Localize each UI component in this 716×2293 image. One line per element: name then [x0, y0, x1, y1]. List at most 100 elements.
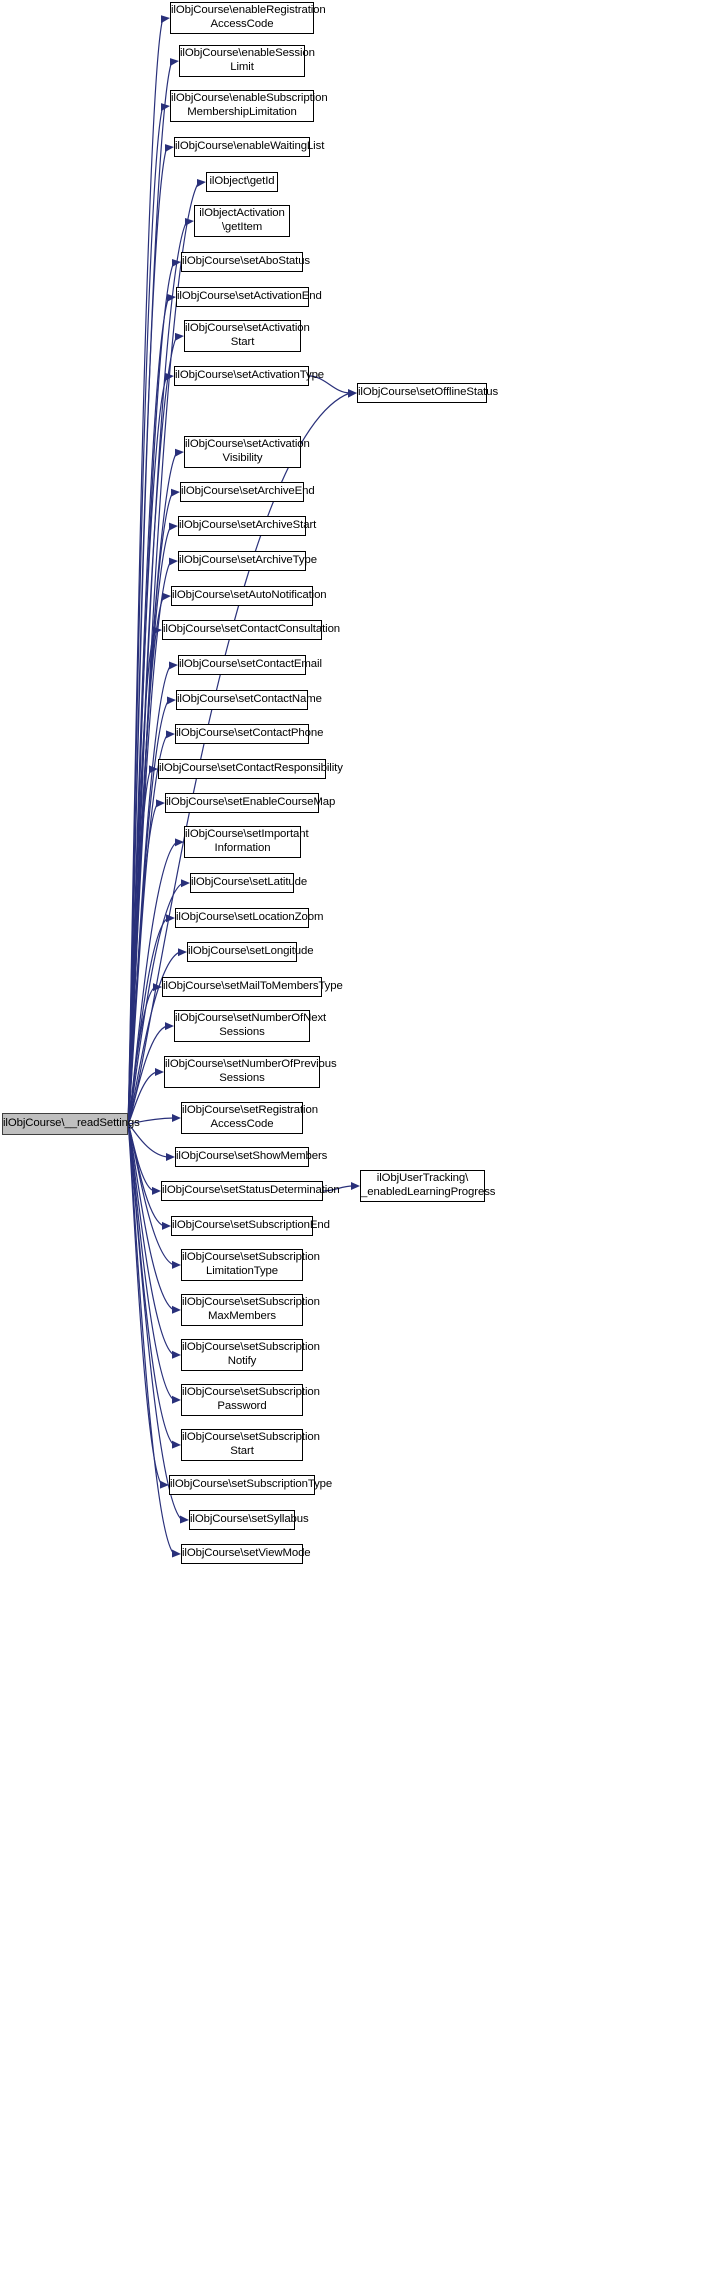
graph-node-label: ilObjCourse\setRegistration AccessCode [182, 1104, 318, 1130]
graph-edge [127, 1123, 175, 1356]
graph-node-label: ilObjCourse\setSubscriptionEnd [172, 1219, 330, 1232]
graph-node-label: ilObjCourse\enableWaitingList [175, 140, 325, 153]
graph-node[interactable]: ilObjCourse\setArchiveType [178, 551, 317, 571]
graph-node-label: ilObjCourse\setSubscription LimitationTy… [182, 1251, 320, 1277]
graph-edge [127, 802, 159, 1125]
graph-node-label: ilObjCourse\setImportant Information [185, 828, 309, 854]
graph-edge [127, 1071, 158, 1125]
graph-node[interactable]: ilObjCourse\setNumberOfPrevious Sessions [164, 1056, 337, 1088]
graph-node[interactable]: ilObjCourse\setArchiveStart [178, 516, 317, 536]
graph-edge [127, 17, 164, 1125]
graph-node[interactable]: ilObjCourse\setSubscription Password [181, 1384, 320, 1416]
graph-node-label: ilObjCourse\setContactConsultation [163, 623, 341, 636]
graph-node[interactable]: ilObjUserTracking\ _enabledLearningProgr… [360, 1170, 496, 1202]
graph-node-label: ilObjCourse\setArchiveType [179, 554, 317, 567]
graph-node[interactable]: ilObjCourse\setActivationType [174, 366, 324, 386]
graph-edge [127, 1123, 175, 1311]
graph-node-label: ilObjCourse\setActivation Visibility [185, 438, 310, 464]
graph-node-label: ilObjCourse\setArchiveStart [179, 519, 317, 532]
graph-node[interactable]: ilObjCourse\setSubscriptionEnd [171, 1216, 330, 1236]
graph-node-label: ilObjCourse\setActivationEnd [177, 290, 322, 303]
graph-node-label: ilObjCourse\setSubscription Start [182, 1431, 320, 1457]
graph-node[interactable]: ilObject\getId [206, 172, 278, 192]
graph-node[interactable]: ilObjCourse\enableSubscription Membershi… [170, 90, 328, 122]
graph-edge [127, 105, 164, 1125]
graph-node[interactable]: ilObjCourse\setAboStatus [181, 252, 311, 272]
graph-node[interactable]: ilObjCourse\setSubscription Start [181, 1429, 320, 1461]
graph-node[interactable]: ilObjCourse\setContactEmail [178, 655, 322, 675]
graph-edge [127, 595, 165, 1125]
graph-node[interactable]: ilObjCourse\setSubscription Notify [181, 1339, 320, 1371]
graph-node-label: ilObjCourse\enableRegistration AccessCod… [171, 4, 326, 30]
graph-node-label: ilObjCourse\setStatusDetermination [162, 1184, 340, 1197]
graph-node-label: ilObjCourse\setSubscription Notify [182, 1341, 320, 1367]
graph-node[interactable]: ilObjCourse\setContactConsultation [162, 620, 341, 640]
graph-node-label: ilObjCourse\enableSubscription Membershi… [171, 92, 328, 118]
graph-node-label: ilObjCourse\setSubscription MaxMembers [182, 1296, 320, 1322]
graph-node-label: ilObjCourse\__readSettings [3, 1117, 140, 1130]
graph-node[interactable]: ilObjCourse\setLatitude [190, 873, 308, 893]
graph-node-label: ilObject\getId [209, 175, 275, 188]
graph-node[interactable]: ilObjCourse\enableWaitingList [174, 137, 325, 157]
graph-node-label: ilObjCourse\setAboStatus [182, 255, 311, 268]
graph-node-label: ilObjectActivation \getItem [199, 207, 285, 233]
graph-node-label: ilObjCourse\setArchiveEnd [181, 485, 315, 498]
graph-node-label: ilObjCourse\setSyllabus [190, 1513, 309, 1526]
graph-node-label: ilObjCourse\setOfflineStatus [358, 386, 499, 399]
graph-node[interactable]: ilObjCourse\enableSession Limit [179, 45, 315, 77]
graph-edge [127, 629, 156, 1125]
graph-node[interactable]: ilObjCourse\setLongitude [187, 942, 314, 962]
graph-node-label: ilObjCourse\setSubscription Password [182, 1386, 320, 1412]
graph-node[interactable]: ilObjectActivation \getItem [194, 205, 290, 237]
graph-node-label: ilObjCourse\setContactResponsibility [159, 762, 343, 775]
graph-node[interactable]: ilObjCourse\setShowMembers [175, 1147, 328, 1167]
graph-node[interactable]: ilObjCourse\setMailToMembersType [162, 977, 343, 997]
graph-edge [127, 1123, 165, 1227]
graph-node[interactable]: ilObjCourse\setOfflineStatus [357, 383, 499, 403]
graph-node[interactable]: ilObjCourse\setSyllabus [189, 1510, 309, 1530]
graph-node-label: ilObjUserTracking\ _enabledLearningProgr… [361, 1172, 496, 1198]
graph-edge [127, 1123, 155, 1192]
graph-edge [127, 375, 168, 1125]
graph-node[interactable]: ilObjCourse\setActivation Visibility [184, 436, 310, 468]
graph-node[interactable]: ilObjCourse\setArchiveEnd [180, 482, 315, 502]
graph-node-label: ilObjCourse\setEnableCourseMap [166, 796, 336, 809]
graph-node[interactable]: ilObjCourse\setContactName [176, 690, 322, 710]
graph-node-label: ilObjCourse\setContactEmail [179, 658, 322, 671]
graph-node[interactable]: ilObjCourse\setActivation Start [184, 320, 310, 352]
graph-node[interactable]: ilObjCourse\setImportant Information [184, 826, 309, 858]
graph-node-label: ilObjCourse\setShowMembers [176, 1150, 328, 1163]
graph-node[interactable]: ilObjCourse\setActivationEnd [176, 287, 322, 307]
graph-node-label: ilObjCourse\setLatitude [191, 876, 308, 889]
graph-node-label: ilObjCourse\setLongitude [188, 945, 314, 958]
graph-edge [127, 335, 178, 1125]
graph-node[interactable]: ilObjCourse\setNumberOfNext Sessions [174, 1010, 326, 1042]
graph-edge [127, 296, 170, 1125]
graph-node-root[interactable]: ilObjCourse\__readSettings [2, 1113, 140, 1135]
graph-node[interactable]: ilObjCourse\setContactResponsibility [158, 759, 343, 779]
graph-node[interactable]: ilObjCourse\setStatusDetermination [161, 1181, 340, 1201]
graph-node[interactable]: ilObjCourse\setSubscription LimitationTy… [181, 1249, 320, 1281]
graph-node-label: ilObjCourse\enableSession Limit [180, 47, 315, 73]
graph-edge [127, 1123, 175, 1401]
graph-node[interactable]: ilObjCourse\setRegistration AccessCode [181, 1102, 318, 1134]
graph-edge [127, 1123, 175, 1446]
graph-node[interactable]: ilObjCourse\setSubscriptionType [169, 1475, 333, 1495]
graph-edge [127, 451, 178, 1125]
graph-edge [127, 525, 172, 1125]
graph-edge [127, 60, 173, 1125]
graph-edge [127, 560, 172, 1125]
graph-node-label: ilObjCourse\setActivation Start [185, 322, 310, 348]
graph-node[interactable]: ilObjCourse\setContactPhone [175, 724, 323, 744]
graph-node-label: ilObjCourse\setSubscriptionType [170, 1478, 333, 1491]
graph-node[interactable]: ilObjCourse\enableRegistration AccessCod… [170, 2, 326, 34]
graph-node[interactable]: ilObjCourse\setSubscription MaxMembers [181, 1294, 320, 1326]
graph-edge [127, 917, 169, 1125]
graph-node[interactable]: ilObjCourse\setAutoNotification [171, 586, 327, 606]
graph-node[interactable]: ilObjCourse\setViewMode [181, 1544, 311, 1564]
graph-node[interactable]: ilObjCourse\setLocationZoom [175, 908, 323, 928]
graph-edge-arrowhead [197, 179, 206, 188]
graph-node[interactable]: ilObjCourse\setEnableCourseMap [165, 793, 336, 813]
